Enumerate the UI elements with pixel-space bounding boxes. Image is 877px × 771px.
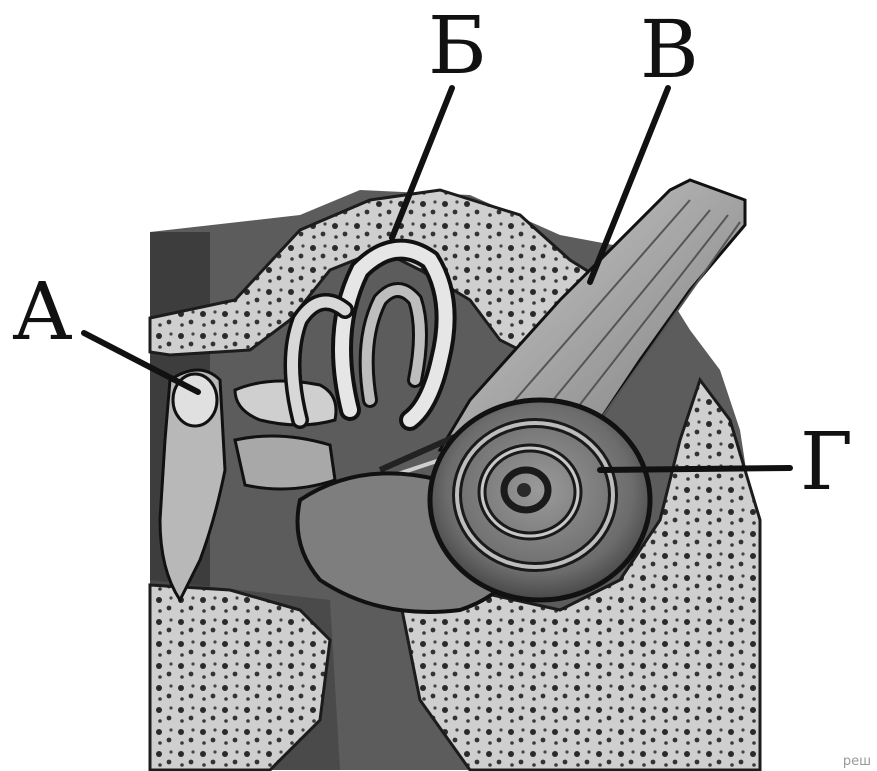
label-v: В [640,10,699,90]
pointer-line-g [600,468,790,470]
label-g: Г [800,422,853,502]
label-b: Б [428,6,487,86]
label-a: А [12,272,73,352]
cochlea [430,400,650,600]
watermark: реш [843,754,871,769]
